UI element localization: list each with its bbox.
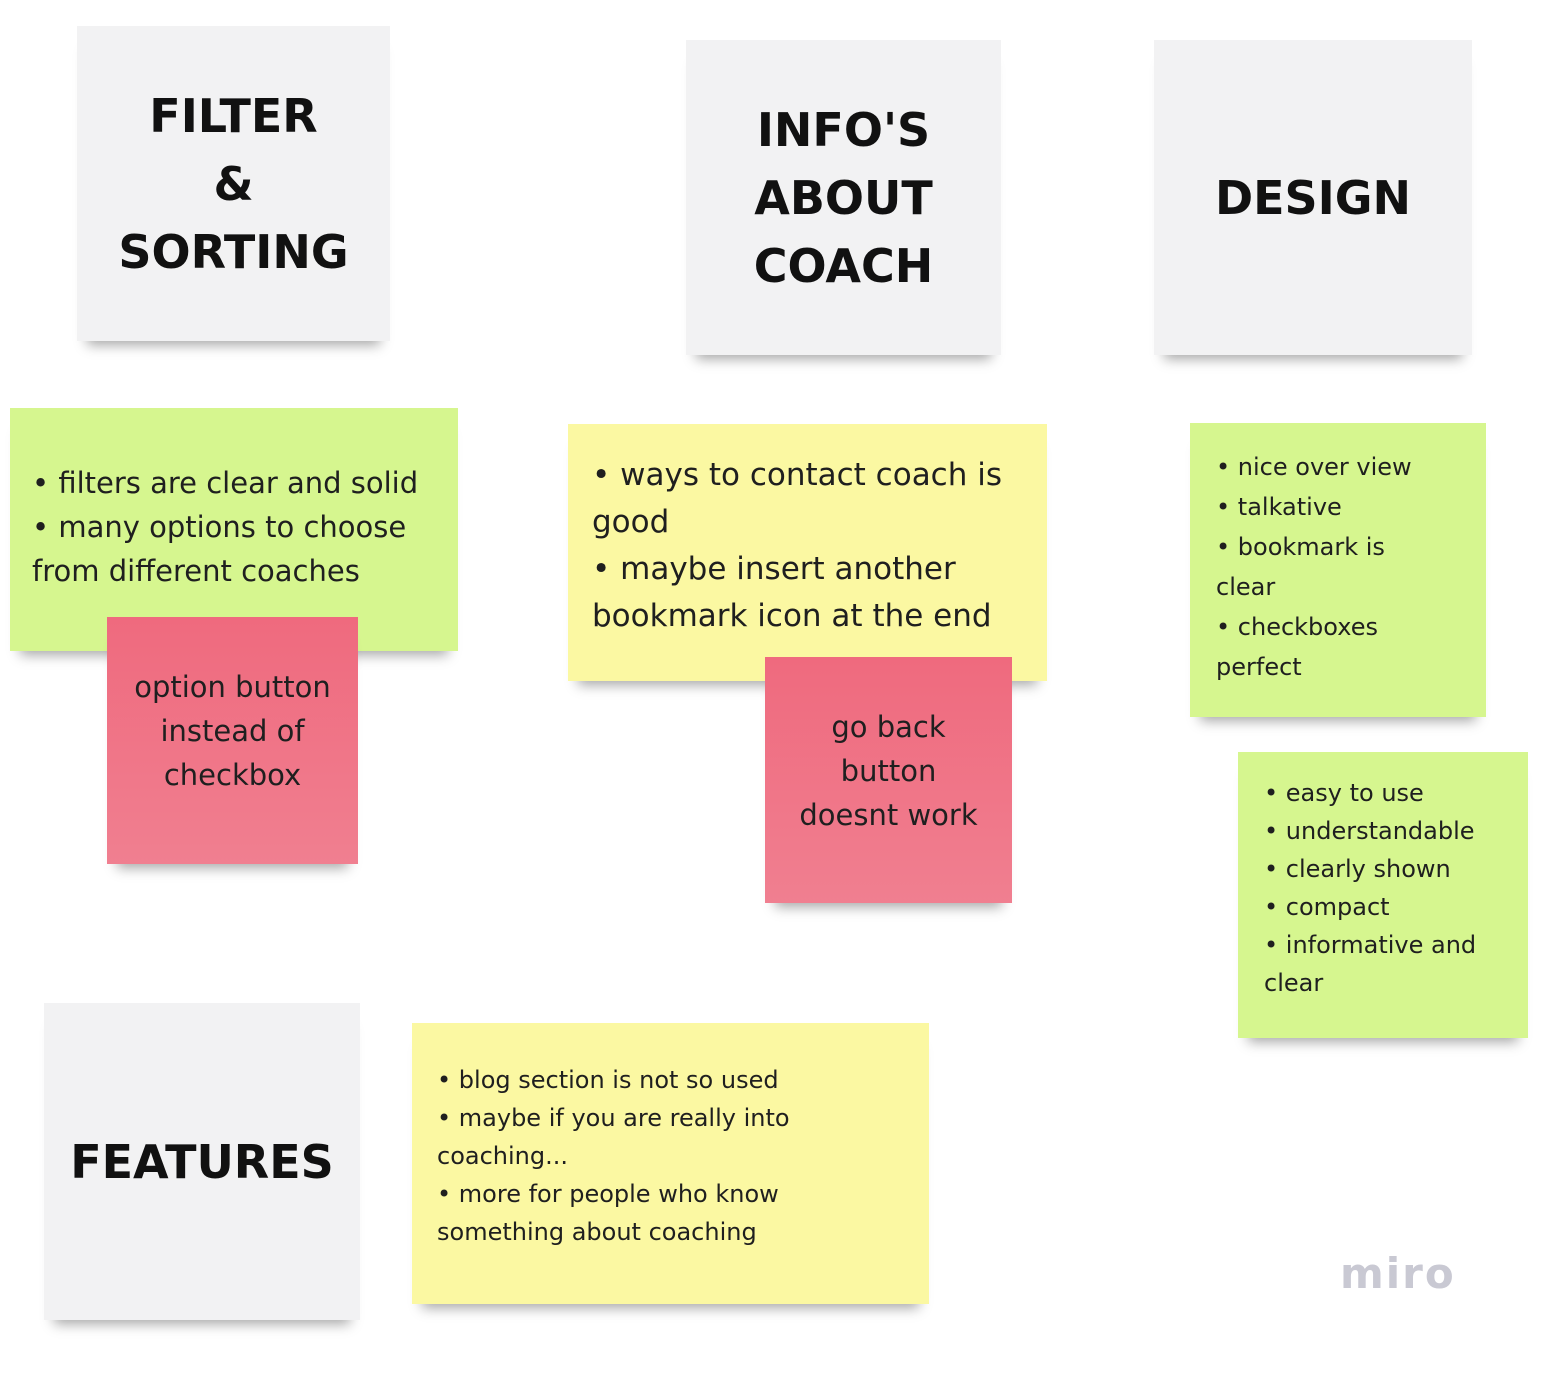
note-line: • many options to choose [32, 510, 407, 544]
header-note-features[interactable]: FEATURES [44, 1003, 360, 1320]
note-line: doesnt work [799, 798, 978, 832]
header-note-filter-sorting[interactable]: FILTER & SORTING [77, 26, 390, 341]
note-line: go back [831, 710, 946, 744]
note-line: option button [134, 670, 331, 704]
sticky-note-design-usability[interactable]: • easy to use • understandable • clearly… [1238, 752, 1528, 1038]
note-line: • clearly shown [1264, 855, 1451, 883]
note-line: instead of [160, 714, 305, 748]
note-line: perfect [1216, 653, 1302, 681]
note-line: clear [1264, 969, 1324, 997]
header-line: & [213, 156, 254, 211]
sticky-note-blog-feedback[interactable]: • blog section is not so used • maybe if… [412, 1023, 929, 1304]
note-line: something about coaching [437, 1218, 757, 1246]
note-line: • understandable [1264, 817, 1475, 845]
miro-logo: miro [1340, 1249, 1456, 1298]
sticky-note-filter-feedback[interactable]: • filters are clear and solid • many opt… [10, 408, 458, 651]
header-line: DESIGN [1214, 170, 1412, 225]
note-line: • filters are clear and solid [32, 466, 419, 500]
header-note-design[interactable]: DESIGN [1154, 40, 1472, 355]
note-line: • bookmark is [1216, 533, 1385, 561]
sticky-note-contact-coach-feedback[interactable]: • ways to contact coach is good • maybe … [568, 424, 1047, 681]
note-line: coaching... [437, 1142, 568, 1170]
note-line: • checkboxes [1216, 613, 1378, 641]
note-line: • compact [1264, 893, 1390, 921]
note-line: • more for people who know [437, 1180, 779, 1208]
header-line: FEATURES [70, 1134, 334, 1189]
note-line: • maybe if you are really into [437, 1104, 790, 1132]
note-line: • informative and [1264, 931, 1477, 959]
note-line: bookmark icon at the end [592, 598, 992, 634]
note-line: checkbox [163, 758, 302, 792]
header-note-info-about-coach[interactable]: INFO'S ABOUT COACH [686, 40, 1001, 355]
note-line: • talkative [1216, 493, 1342, 521]
header-line: ABOUT [754, 170, 933, 225]
note-line: clear [1216, 573, 1276, 601]
header-line: SORTING [118, 224, 349, 279]
note-line: • maybe insert another [592, 551, 956, 587]
note-line: from different coaches [32, 554, 360, 588]
note-line: • easy to use [1264, 779, 1424, 807]
header-line: COACH [753, 238, 934, 293]
sticky-note-design-overview[interactable]: • nice over view • talkative • bookmark … [1190, 423, 1486, 717]
header-line: FILTER [149, 88, 318, 143]
note-line: good [592, 504, 670, 540]
note-line: • ways to contact coach is [592, 457, 1002, 493]
note-line: • blog section is not so used [437, 1066, 779, 1094]
note-line: • nice over view [1216, 453, 1412, 481]
sticky-note-option-button-issue[interactable]: option button instead of checkbox [107, 617, 358, 864]
header-line: INFO'S [756, 102, 931, 157]
sticky-note-go-back-issue[interactable]: go back button doesnt work [765, 657, 1012, 903]
note-line: button [840, 754, 937, 788]
